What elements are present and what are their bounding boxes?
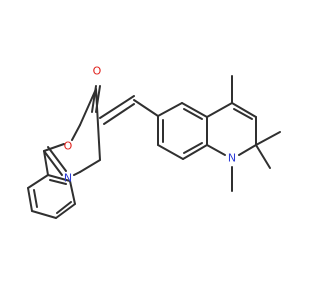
bond [73,171,81,176]
bonds [27,75,281,219]
bond [91,85,97,113]
bond [43,143,65,152]
bond [79,88,97,126]
bond [206,102,233,118]
bond [33,189,38,208]
bond [255,131,281,146]
bond [238,144,257,156]
bond [49,179,67,185]
bond [55,203,76,219]
bond [56,201,72,214]
quinoline-nitrogen-label: N [228,152,236,165]
chemical-structure-diagram: O O N N [27,65,281,219]
bond [95,88,101,161]
bond [157,144,184,160]
bond [95,85,101,113]
bond [206,144,226,156]
bond [255,144,271,169]
atom-labels: O O N N [64,65,236,185]
bond [27,174,49,189]
bond [79,159,101,173]
bond [71,124,81,141]
bond [31,210,57,219]
bond [182,144,208,160]
bond [69,180,76,205]
bond [233,108,253,120]
bond [43,150,49,176]
bond [99,95,135,119]
bond [43,150,63,176]
bond [183,142,203,154]
bond [183,108,203,120]
ring-oxygen-label: O [64,140,73,153]
carbonyl-oxygen-label: O [93,65,102,78]
bond [47,146,67,172]
bond [157,102,183,117]
bond [103,103,135,125]
bond [27,187,33,212]
oxazolone-nitrogen-label: N [64,172,72,185]
bond [181,102,208,118]
bond [47,174,71,182]
bond [133,99,159,117]
bond [231,102,257,118]
